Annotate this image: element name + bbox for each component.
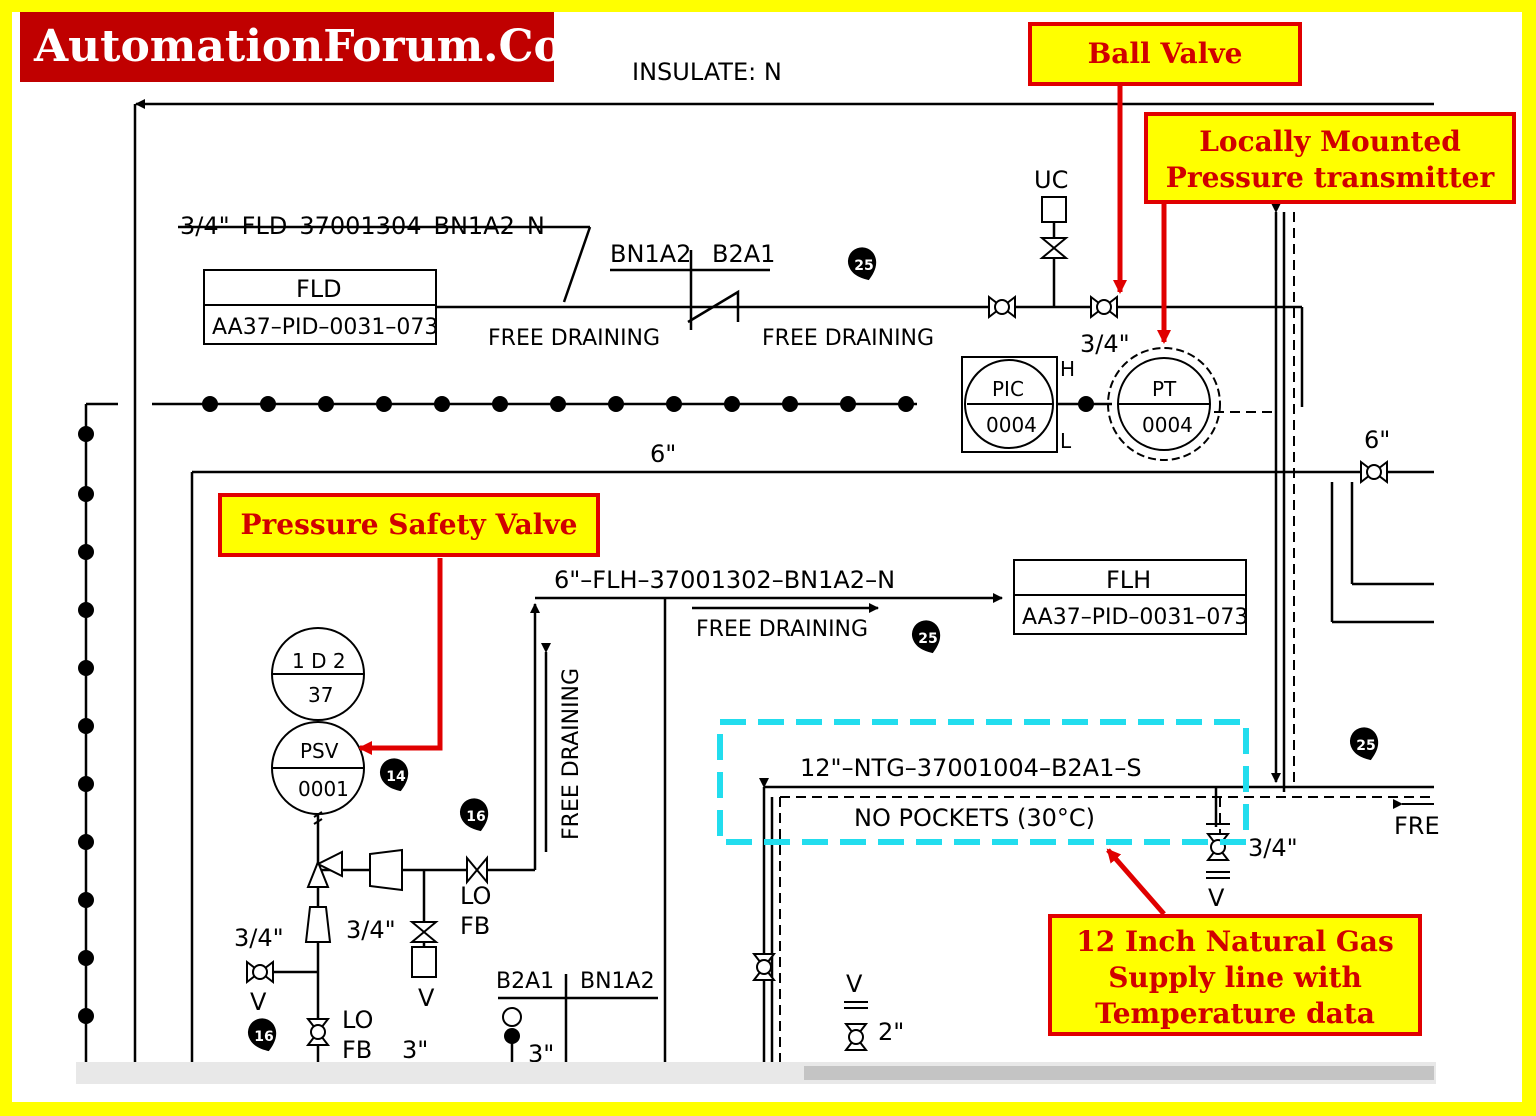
ng-line-highlight: [717, 719, 1249, 845]
psv-callout-text: Pressure Safety Valve: [240, 508, 578, 541]
scrollbar-thumb[interactable]: [804, 1066, 1434, 1080]
v-label: V: [846, 970, 863, 998]
size-label: 3": [402, 1036, 428, 1064]
brand-logo: AutomationForum.Co: [20, 12, 563, 82]
free-draining-vertical: FREE DRAINING: [559, 668, 584, 840]
badge-text: 16: [254, 1029, 273, 1045]
flh-line-number: 6"–FLH–37001302–BN1A2–N: [554, 566, 895, 594]
badge-text: 16: [466, 809, 485, 825]
size-label: 6": [650, 440, 676, 468]
ng-line-callout: 12 Inch Natural Gas Supply line with Tem…: [1048, 914, 1422, 1036]
six-inch-valve: [1360, 461, 1388, 483]
badge-text: 25: [854, 258, 873, 274]
uc-label: UC: [1034, 166, 1068, 194]
badge-text: 25: [1356, 738, 1375, 754]
signal-dots: [78, 396, 1094, 1024]
drawing-frame: 25 25 25 14 16 16 INSULATE: N 3/4"–FLD–3…: [12, 12, 1522, 1102]
psv-name: PSV: [300, 739, 339, 763]
flh-box: [1013, 559, 1247, 635]
v-label: V: [418, 984, 435, 1012]
ball-valve-symbol: [1090, 296, 1118, 318]
insulate-label: INSULATE: N: [632, 58, 782, 86]
pic-l: L: [1060, 429, 1072, 453]
no-pockets-label: NO POCKETS (30°C): [854, 804, 1095, 832]
badge-text: 14: [386, 769, 406, 785]
free-draining-label: FREE DRAINING: [762, 326, 934, 351]
pic-number: 0004: [986, 413, 1037, 437]
badge-text: 25: [918, 631, 937, 647]
pid-drawing: 25 25 25 14 16 16 INSULATE: N 3/4"–FLD–3…: [78, 58, 1440, 1068]
fld-line-number: 3/4"–FLD–37001304–BN1A2–N: [180, 212, 545, 240]
psv-top-line2: 37: [308, 683, 333, 707]
size-label: 2": [878, 1018, 904, 1046]
spec-break-label: B2A1: [712, 240, 775, 268]
v-label: V: [1208, 884, 1225, 912]
fld-tag: FLD: [296, 275, 342, 303]
flh-tag: FLH: [1106, 566, 1151, 594]
block-valve: [988, 296, 1016, 318]
spec-break-label: B2A1: [496, 969, 554, 994]
pt-callout-line: Locally Mounted: [1199, 125, 1461, 158]
size-label: 3/4": [234, 924, 284, 952]
ng-callout-line: 12 Inch Natural Gas: [1076, 925, 1394, 958]
fre-label: FRE: [1394, 812, 1440, 840]
ng-callout-line: Temperature data: [1095, 997, 1375, 1030]
psv-top-line1: 1 D 2: [292, 649, 346, 673]
brand-title: AutomationForum.Co: [34, 21, 563, 72]
pt-number: 0004: [1142, 413, 1193, 437]
pic-name: PIC: [992, 377, 1024, 401]
psv-number: 0001: [298, 777, 349, 801]
ng-line-pointer: [1106, 848, 1166, 916]
pt-outer-circle: [1107, 347, 1221, 461]
size-label: 3/4": [1080, 330, 1130, 358]
spec-break-label: BN1A2: [610, 240, 691, 268]
lo-label: LO: [460, 882, 491, 910]
fb-label: FB: [460, 912, 490, 940]
size-label: 3/4": [1248, 834, 1298, 862]
pic-h: H: [1060, 357, 1075, 381]
free-draining-label: FREE DRAINING: [488, 326, 660, 351]
ball-valve-callout-text: Ball Valve: [1087, 37, 1243, 70]
pt-name: PT: [1152, 377, 1177, 401]
psv-callout: Pressure Safety Valve: [218, 493, 600, 557]
ntg-line-number: 12"–NTG–37001004–B2A1–S: [800, 754, 1142, 782]
flh-ref: AA37–PID–0031–073: [1022, 605, 1248, 630]
horizontal-scrollbar[interactable]: [76, 1062, 1436, 1084]
pressure-transmitter-callout: Locally Mounted Pressure transmitter: [1144, 112, 1516, 204]
psv-pointer: [358, 558, 443, 755]
fb-label: FB: [342, 1036, 372, 1064]
v-label: V: [250, 988, 267, 1016]
pt-callout-line: Pressure transmitter: [1165, 161, 1495, 194]
size-label: 3/4": [346, 916, 396, 944]
lo-label: LO: [342, 1006, 373, 1034]
ng-callout-line: Supply line with: [1108, 961, 1362, 994]
ball-valve-callout: Ball Valve: [1028, 22, 1302, 86]
size-label: 6": [1364, 426, 1390, 454]
fld-box: [203, 269, 437, 345]
fld-ref: AA37–PID–0031–073: [212, 315, 438, 340]
free-draining-label: FREE DRAINING: [696, 617, 868, 642]
spec-break-label: BN1A2: [580, 969, 655, 994]
